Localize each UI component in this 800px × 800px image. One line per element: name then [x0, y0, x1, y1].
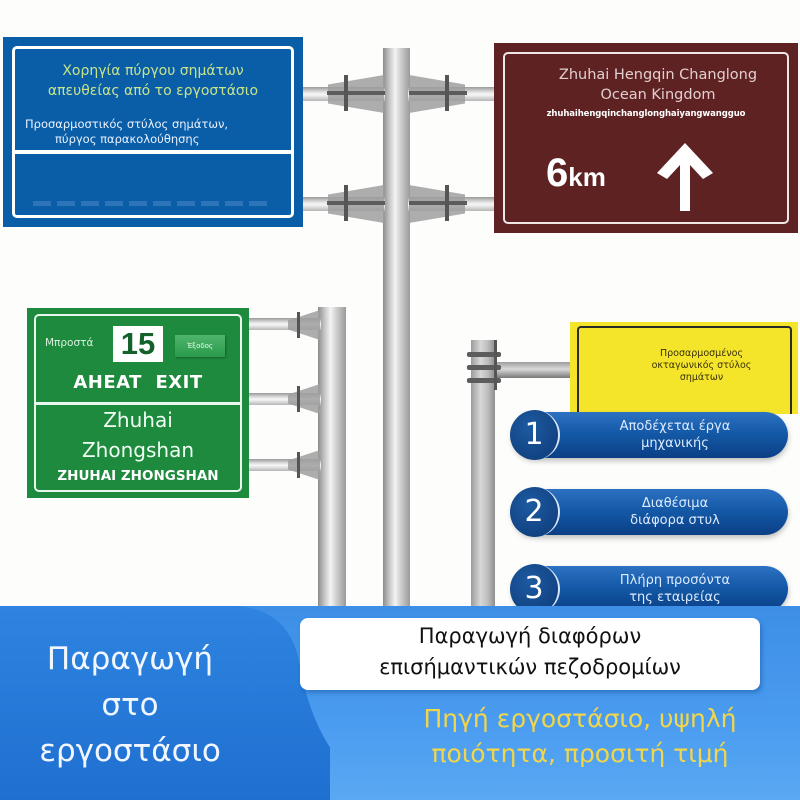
- subtitle-line: πύργος παρακολούθησης: [55, 132, 200, 146]
- heading-line: Παραγωγή: [46, 641, 214, 677]
- subtitle-line: Προσαρμοστικός στύλος σημάτων,: [25, 117, 229, 131]
- destinations: Zhuhai Zhongshan: [27, 405, 249, 465]
- feature-pill-1: 1 Αποδέχεται έργα μηχανικής: [510, 410, 788, 460]
- label-line: Πλήρη προσόντα: [619, 573, 731, 588]
- feature-pill-3: 3 Πλήρη προσόντα της εταιρείας: [510, 564, 788, 614]
- faint-text: [33, 201, 273, 206]
- bracket-flange: [288, 384, 320, 414]
- feature-pill-2: 2 Διαθέσιμα διάφορα στυλ: [510, 487, 788, 537]
- title-line: Χορηγία πύργου σημάτων: [62, 63, 244, 79]
- clamp-plate: [445, 75, 449, 111]
- tagline-line: ποιότητα, προσιτή τιμή: [431, 739, 729, 768]
- sign-border: [503, 52, 789, 224]
- pole-clamp: [467, 378, 501, 383]
- brown-sign: Zhuhai Hengqin Changlong Ocean Kingdom z…: [494, 43, 798, 233]
- feature-label: Πλήρη προσόντα της εταιρείας: [582, 572, 768, 606]
- bolt-bar: [409, 201, 467, 205]
- label-line: Διαθέσιμα: [641, 496, 709, 511]
- blue-sign-subtitle: Προσαρμοστικός στύλος σημάτων, πύργος πα…: [25, 117, 228, 147]
- label-line: της εταιρείας: [629, 590, 721, 605]
- clamp-plate: [494, 340, 497, 390]
- banner-left-heading: Παραγωγή στο εργοστάσιο: [10, 636, 250, 774]
- text-line: σημάτων: [679, 372, 724, 383]
- bracket-flange: [288, 310, 320, 340]
- destination-line: Zhongshan: [81, 438, 194, 462]
- bolt-bar: [327, 201, 385, 205]
- blue-sign: Χορηγία πύργου σημάτων απευθείας από το …: [3, 37, 303, 227]
- green-sign: Μπροστά 15 Έξοδος AHEAT EXIT Zhuhai Zhon…: [27, 308, 249, 498]
- destinations-caps: ZHUHAI ZHONGSHAN: [57, 468, 219, 484]
- text-line: Προσαρμοσμένος: [659, 348, 744, 359]
- banner-left-panel: [0, 606, 330, 800]
- label-line: μηχανικής: [641, 436, 709, 451]
- distance-unit: km: [568, 162, 606, 192]
- bolt-bar: [327, 91, 385, 95]
- title-line: απευθείας από το εργοστάσιο: [47, 83, 259, 99]
- blue-sign-title: Χορηγία πύργου σημάτων απευθείας από το …: [3, 61, 303, 101]
- title-line: Zhuhai Hengqin Changlong: [558, 67, 758, 83]
- clamp-plate: [297, 312, 300, 338]
- main-pole: [383, 48, 410, 618]
- yellow-arm: [495, 362, 573, 378]
- feature-number: 3: [510, 564, 560, 614]
- feature-label: Διαθέσιμα διάφορα στυλ: [582, 495, 768, 529]
- distance-value: 6: [546, 151, 569, 195]
- exit-tag: Έξοδος: [175, 335, 225, 357]
- heading-line: εργοστάσιο: [39, 733, 221, 769]
- text-line: Παραγωγή διαφόρων: [418, 624, 642, 648]
- sign-divider: [34, 402, 242, 405]
- pole-clamp: [467, 365, 501, 370]
- sign-border: [577, 326, 792, 414]
- banner-white-text: Παραγωγή διαφόρων επισήμαντικών πεζοδρομ…: [300, 621, 760, 683]
- bracket-flange: [288, 450, 320, 480]
- clamp-plate: [297, 452, 300, 478]
- pole-clamp: [467, 352, 501, 357]
- exit-number: 15: [113, 326, 163, 362]
- brown-sign-pinyin: zhuhaihengqinchanglonghaiyangwangguo: [546, 109, 746, 119]
- label-line: Αποδέχεται έργα: [619, 419, 731, 434]
- bolt-bar: [409, 91, 467, 95]
- heading-line: στο: [101, 687, 159, 723]
- distance-label: 6km: [546, 151, 606, 196]
- feature-number: 2: [510, 487, 560, 537]
- ahead-exit-label: AHEAT EXIT: [73, 372, 203, 393]
- text-line: οκταγωνικός στύλος: [651, 360, 752, 371]
- banner-tagline: Πηγή εργοστάσιο, υψηλή ποιότητα, προσιτή…: [360, 701, 800, 771]
- text-line: επισήμαντικών πεζοδρομίων: [379, 655, 681, 679]
- octagonal-pole: [471, 340, 495, 620]
- clamp-plate: [445, 185, 449, 221]
- destination-line: Zhuhai: [103, 408, 173, 432]
- title-line: Ocean Kingdom: [600, 87, 716, 103]
- yellow-sign-text: Προσαρμοσμένος οκταγωνικός στύλος σημάτω…: [625, 348, 778, 384]
- brown-sign-title: Zhuhai Hengqin Changlong Ocean Kingdom: [534, 65, 782, 105]
- sign-border: [12, 46, 294, 218]
- clamp-plate: [344, 185, 348, 221]
- sign-divider: [12, 150, 294, 154]
- label-line: διάφορα στυλ: [630, 513, 720, 528]
- ahead-label: Μπροστά: [45, 337, 94, 349]
- feature-number: 1: [510, 410, 560, 460]
- feature-label: Αποδέχεται έργα μηχανικής: [582, 418, 768, 452]
- tagline-line: Πηγή εργοστάσιο, υψηλή: [423, 704, 737, 733]
- secondary-pole: [318, 307, 346, 618]
- clamp-plate: [344, 75, 348, 111]
- yellow-sign: Προσαρμοσμένος οκταγωνικός στύλος σημάτω…: [570, 322, 798, 414]
- banner-white-box: Παραγωγή διαφόρων επισήμαντικών πεζοδρομ…: [300, 618, 760, 690]
- clamp-plate: [297, 386, 300, 412]
- arrow-up-icon: [657, 143, 713, 211]
